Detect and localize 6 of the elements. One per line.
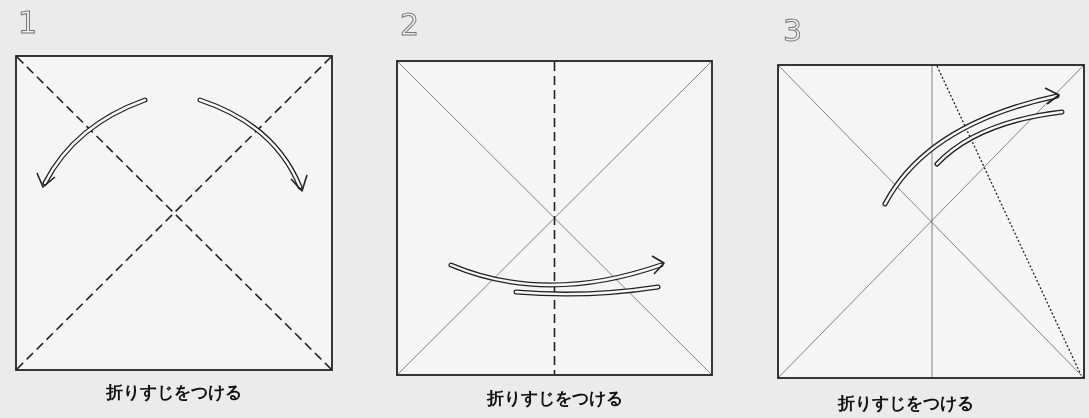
step-number: 3 xyxy=(783,16,803,46)
step-caption: 折りすじをつける xyxy=(838,392,974,415)
step-caption: 折りすじをつける xyxy=(486,387,623,410)
step-number: 1 xyxy=(18,8,38,38)
step-number: 2 xyxy=(400,10,420,40)
step-caption: 折りすじをつける xyxy=(106,381,242,404)
